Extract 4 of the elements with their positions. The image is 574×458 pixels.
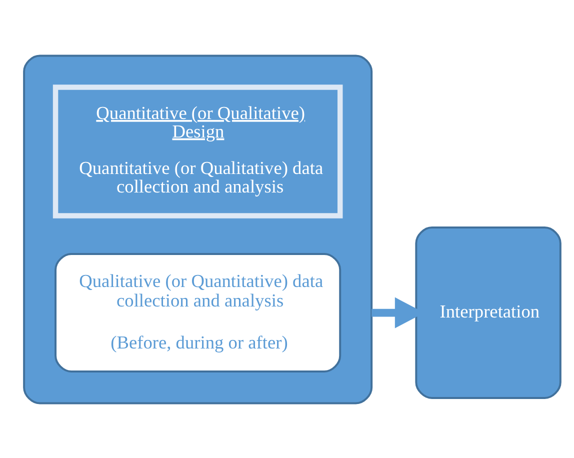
node-box: Qualitative (or Quantitative) data collection and analysis (Before, during or after): [54, 252, 342, 372]
cluster: [23, 54, 373, 404]
node-box: Interpretation: [415, 226, 562, 398]
node-box: Quantitative (or Qualitative) Design Quantitative (or Qualitative) data collection and analysis: [52, 84, 343, 218]
